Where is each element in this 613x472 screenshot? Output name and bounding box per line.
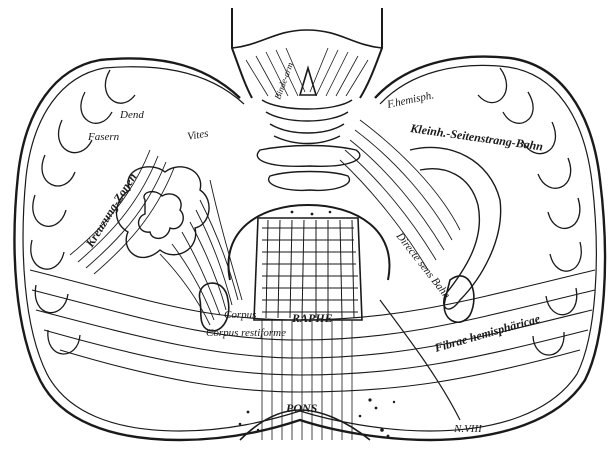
label-dend: Dend — [119, 109, 144, 121]
right-dentate-nucleus — [410, 147, 501, 309]
label-pons: PONS — [286, 401, 318, 415]
fourth-ventricle-tip — [300, 68, 316, 95]
label-raphe: RAPHE — [291, 311, 333, 325]
central-loops — [257, 146, 360, 191]
right-folia — [478, 68, 581, 355]
label-directe-sens-bahn: Directe sens Bahn — [393, 230, 453, 302]
bindearm-bands — [262, 100, 352, 144]
right-fibre-fan — [340, 120, 460, 270]
label-corpus-restiforme: Corpus restiforme — [206, 327, 286, 339]
medulla-contour — [232, 30, 382, 48]
cerebellum-outline — [14, 57, 605, 440]
label-n-viii: N.VIII — [453, 423, 483, 435]
label-corpus: Corpus — [224, 309, 256, 321]
label-bindearm: Binde-arm — [272, 61, 295, 101]
pons-crosshatch — [254, 218, 362, 320]
corpus-restiforme-left — [199, 283, 228, 331]
label-vites: Vites — [186, 127, 209, 142]
label-kleinh-seitenstrang-bahn: Kleinh.-Seitenstrang-Bahn — [409, 121, 545, 154]
raphe-arch — [228, 205, 389, 280]
medulla-top — [232, 8, 382, 98]
label-fasern: Fasern — [87, 131, 120, 143]
